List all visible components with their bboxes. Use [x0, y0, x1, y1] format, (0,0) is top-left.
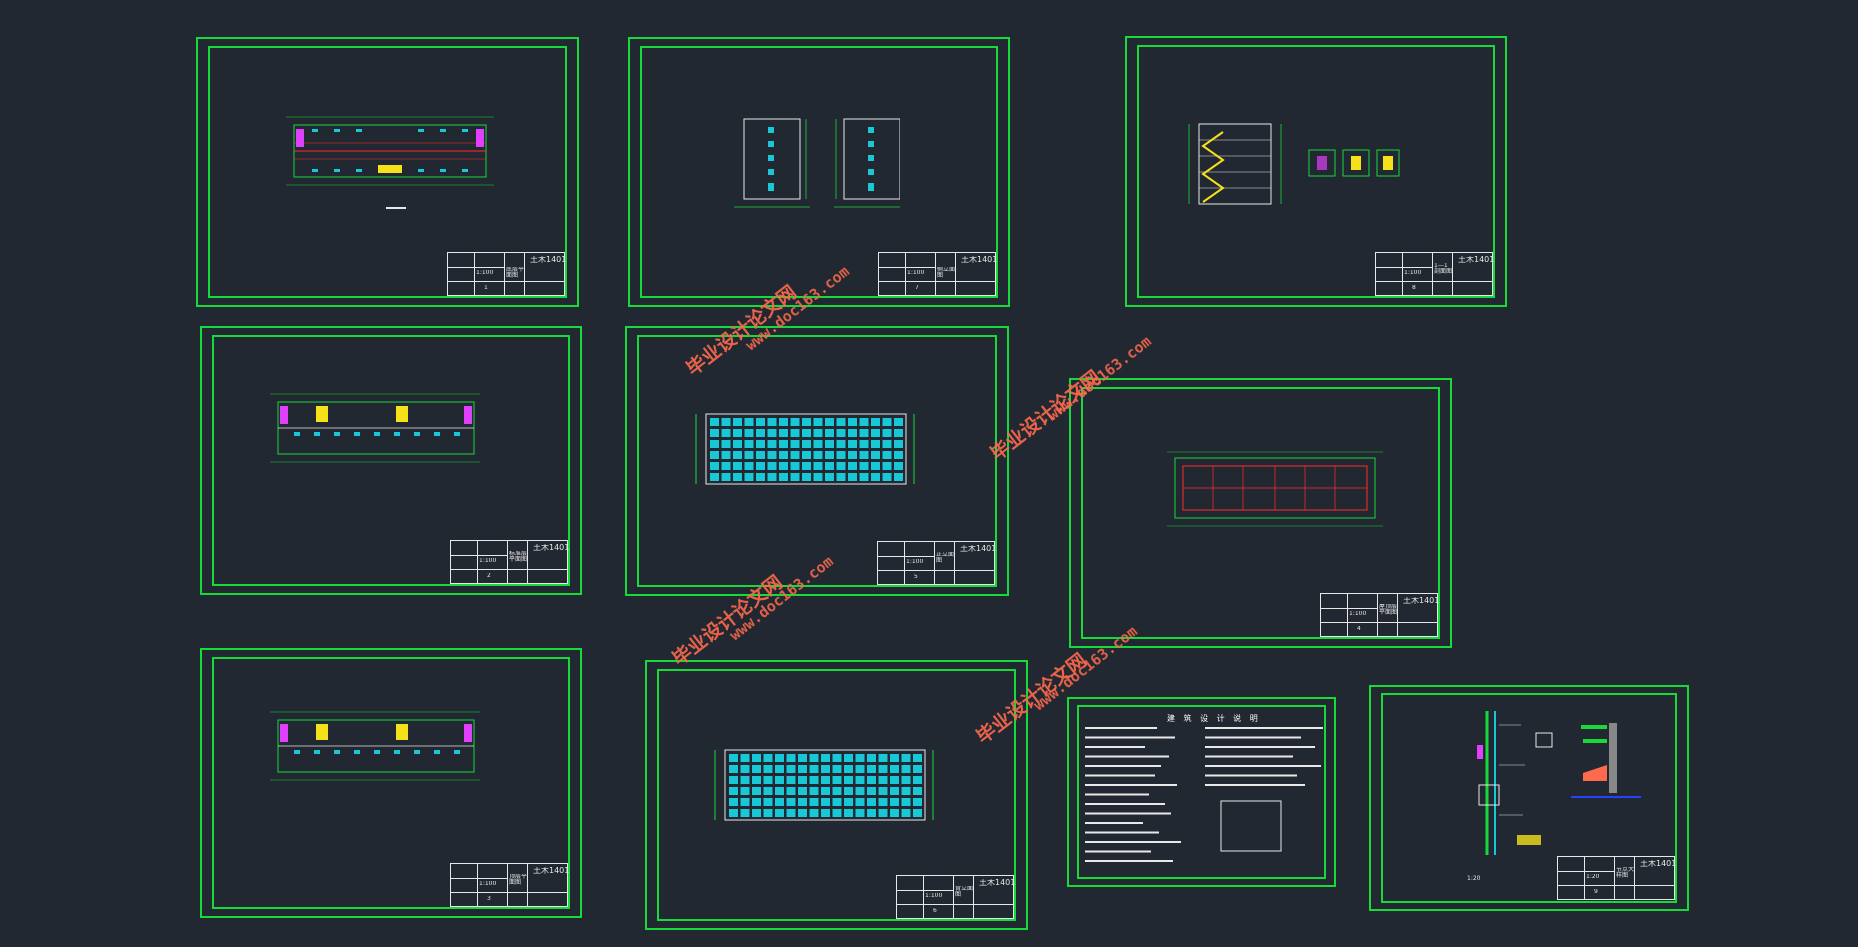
sheet-title: 正立面图: [936, 552, 954, 564]
title-block: 1:20 9 节点大样图 土木1401: [1557, 856, 1677, 900]
drawing-sheet-5[interactable]: 1:100 5 正立面图 土木1401: [625, 326, 1009, 596]
title-block: 1:100 7 侧立面图 土木1401: [878, 252, 998, 296]
drawing-sheet-6[interactable]: 1:100 6 背立面图 土木1401: [645, 660, 1028, 930]
sheet-inner-frame: [1077, 705, 1326, 879]
sheet-inner-frame: [212, 657, 570, 909]
floor-plan: [286, 116, 494, 186]
scale-label: 1:100: [925, 893, 943, 899]
title-block: 1:100 1 底层平面图 土木1401: [447, 252, 567, 296]
drawing-code: 土木1401: [533, 544, 570, 552]
design-notes-sheet[interactable]: 建 筑 设 计 说 明: [1067, 697, 1336, 887]
drawing-sheet-1[interactable]: 1:100 1 底层平面图 土木1401: [196, 37, 579, 307]
sheet-title: 标准层平面图: [509, 551, 527, 563]
title-block: 1:100 2 标准层平面图 土木1401: [450, 540, 570, 584]
detail-scale-label: 1:20: [1467, 875, 1481, 882]
scale-label: 1:100: [479, 558, 497, 564]
drawing-sheet-3[interactable]: 1:100 3 顶层平面图 土木1401: [200, 648, 582, 918]
drawing-sheet-4[interactable]: 1:100 4 屋顶层平面图 土木1401: [1069, 378, 1452, 648]
sheet-inner-frame: [640, 46, 998, 298]
sheet-number: 9: [1594, 889, 1598, 895]
drawing-code: 土木1401: [961, 256, 998, 264]
sheet-number: 1: [484, 285, 488, 291]
drawing-code: 土木1401: [960, 545, 997, 553]
sheet-title: 屋顶层平面图: [1379, 604, 1397, 616]
sheet-number: 2: [487, 573, 491, 579]
scale-label: 1:100: [906, 559, 924, 565]
sheet-number: 3: [487, 896, 491, 902]
scale-label: 1:100: [1349, 611, 1367, 617]
sheet-title: 顶层平面图: [509, 874, 527, 886]
sheet-number: 6: [933, 908, 937, 914]
title-block: 1:100 5 正立面图 土木1401: [877, 541, 997, 585]
drawing-sheet-9[interactable]: 1:20 1:20 9 节点大样图 土木1401: [1369, 685, 1689, 911]
scale-label: 1:100: [476, 270, 494, 276]
sheet-inner-frame: [1081, 387, 1440, 639]
sheet-number: 7: [915, 285, 919, 291]
sheet-title: 侧立面图: [937, 267, 955, 279]
sheet-number: 4: [1357, 626, 1361, 632]
front-elevation: [695, 413, 915, 485]
scale-label: 1:100: [479, 881, 497, 887]
title-block: 1:100 4 屋顶层平面图 土木1401: [1320, 593, 1440, 637]
floor-plan: [270, 393, 480, 463]
scale-label: 1:100: [907, 270, 925, 276]
notes-text-lines: [1085, 727, 1323, 862]
drawing-code: 土木1401: [1403, 597, 1440, 605]
notes-title: 建 筑 设 计 说 明: [1167, 714, 1261, 723]
scale-label: 1:20: [1586, 874, 1600, 880]
drawing-sheet-8[interactable]: 1:100 8 1—1剖面图 土木1401: [1125, 36, 1507, 307]
drawing-code: 土木1401: [979, 879, 1016, 887]
sheet-title: 1—1剖面图: [1434, 263, 1452, 275]
detail-drawing: [1477, 711, 1641, 855]
sheet-title: 背立面图: [955, 886, 973, 898]
sheet-inner-frame: [637, 335, 997, 587]
drawing-caption: [386, 207, 406, 209]
floor-plan: [270, 711, 480, 781]
title-block: 1:100 6 背立面图 土木1401: [896, 875, 1016, 919]
drawing-code: 土木1401: [533, 867, 570, 875]
scale-label: 1:100: [1404, 270, 1422, 276]
side-elevation: [734, 118, 900, 208]
sheet-inner-frame: [212, 335, 570, 586]
sheet-title: 底层平面图: [506, 267, 524, 279]
sheet-inner-frame: [1137, 45, 1495, 298]
sheet-title: 节点大样图: [1616, 867, 1634, 879]
drawing-code: 土木1401: [530, 256, 567, 264]
roof-plan: [1167, 451, 1383, 527]
title-block: 1:100 8 1—1剖面图 土木1401: [1375, 252, 1495, 296]
sheet-number: 8: [1412, 285, 1416, 291]
back-elevation: [714, 749, 934, 821]
drawing-sheet-7[interactable]: 1:100 7 侧立面图 土木1401: [628, 37, 1010, 307]
sheet-inner-frame: [1381, 693, 1677, 903]
title-block: 1:100 3 顶层平面图 土木1401: [450, 863, 570, 907]
drawing-code: 土木1401: [1458, 256, 1495, 264]
drawing-sheet-2[interactable]: 1:100 2 标准层平面图 土木1401: [200, 326, 582, 595]
section-drawing: [1188, 123, 1400, 205]
sheet-inner-frame: [208, 46, 567, 298]
drawing-code: 土木1401: [1640, 860, 1677, 868]
sheet-number: 5: [914, 574, 918, 580]
sheet-inner-frame: [657, 669, 1016, 921]
